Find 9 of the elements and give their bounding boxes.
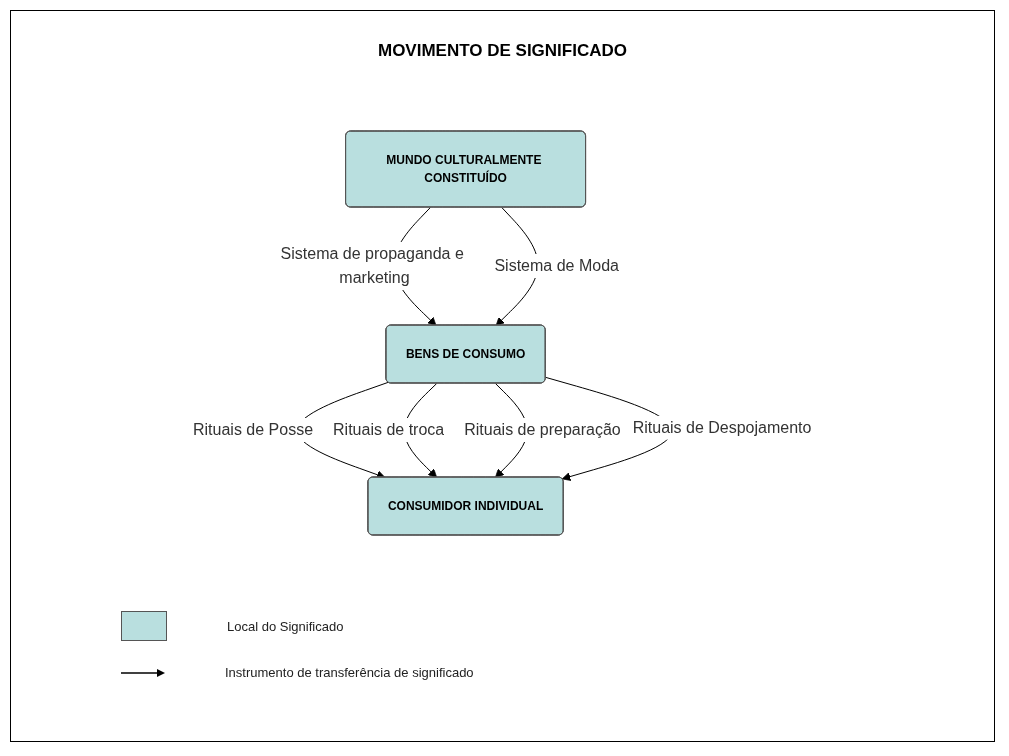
edge-label: Rituais de preparação [464, 421, 622, 438]
title: MOVIMENTO DE SIGNIFICADO [376, 41, 628, 61]
edge-label: Rituais de Posse [193, 421, 314, 438]
edge-label: Rituais de Despojamento [632, 418, 812, 436]
legend-label: Instrumento de transferência de significado [225, 665, 474, 680]
edge-label: Rituais de troca [333, 421, 445, 438]
legend-label: Local do Significado [227, 618, 344, 634]
edge-label: Sistema de Moda [494, 257, 620, 274]
edge-label: Sistema de propaganda e marketing [280, 245, 465, 286]
